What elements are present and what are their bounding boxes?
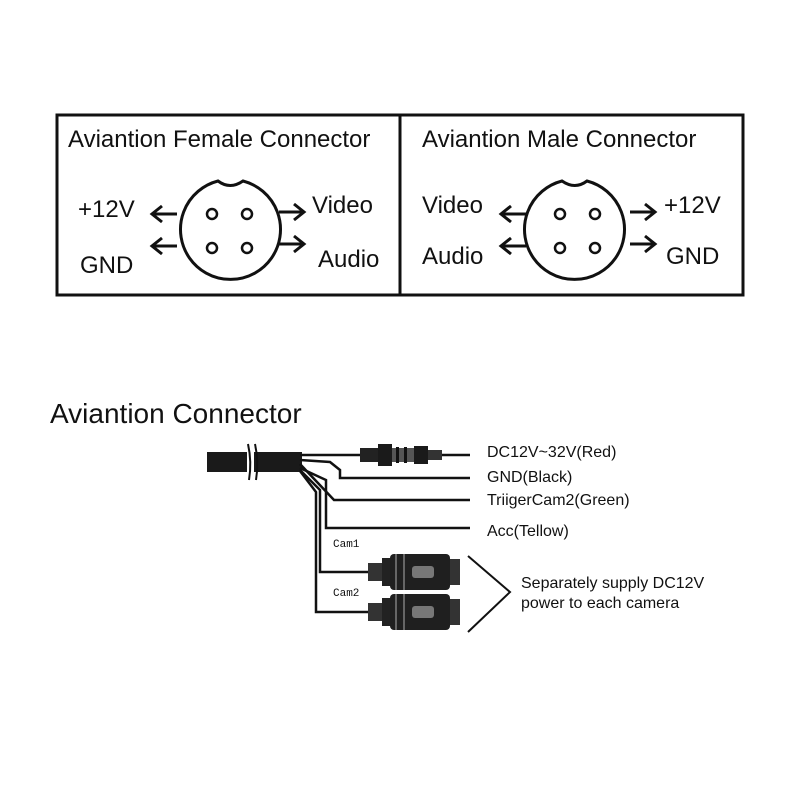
female-12v-arrow <box>150 204 179 224</box>
female-pin-audio-label: Audio <box>318 246 380 273</box>
male-pin-12v-label: +12V <box>664 192 721 219</box>
female-pin-video-label: Video <box>312 192 373 219</box>
female-audio-arrow <box>277 234 306 254</box>
cam1-label: Cam1 <box>333 539 360 551</box>
camera-note-line1: Separately supply DC12V <box>521 575 705 592</box>
harness-title: Aviantion Connector <box>50 398 302 429</box>
female-video-arrow <box>277 202 306 222</box>
female-connector-icon <box>179 179 282 281</box>
male-pin-video-label: Video <box>422 192 483 219</box>
male-audio-arrow <box>499 236 528 256</box>
male-12v-arrow <box>628 202 657 222</box>
female-gnd-arrow <box>150 236 179 256</box>
male-gnd-arrow <box>628 234 657 254</box>
power-plug <box>360 444 470 466</box>
camera-bracket <box>467 555 512 633</box>
cam2-rca-plug <box>367 593 461 631</box>
wire-label-trigger: TriigerCam2(Green) <box>487 492 630 509</box>
female-pin-gnd-label: GND <box>80 252 134 279</box>
female-connector-title: Aviantion Female Connector <box>68 126 371 153</box>
main-cable <box>207 443 302 481</box>
male-connector-title: Aviantion Male Connector <box>422 126 697 153</box>
cam1-rca-plug <box>367 553 461 591</box>
male-video-arrow <box>499 204 528 224</box>
wire-label-gnd: GND(Black) <box>487 469 573 486</box>
male-connector-icon <box>523 179 626 281</box>
branch-wires <box>299 453 470 614</box>
male-pin-gnd-label: GND <box>666 243 720 270</box>
wire-label-acc: Acc(Tellow) <box>487 523 569 540</box>
wire-label-power: DC12V~32V(Red) <box>487 444 617 461</box>
camera-note-line2: power to each camera <box>521 595 680 612</box>
female-pin-12v-label: +12V <box>78 196 135 223</box>
cam2-label: Cam2 <box>333 588 360 600</box>
male-connector-box <box>398 113 745 297</box>
male-pin-audio-label: Audio <box>422 243 484 270</box>
